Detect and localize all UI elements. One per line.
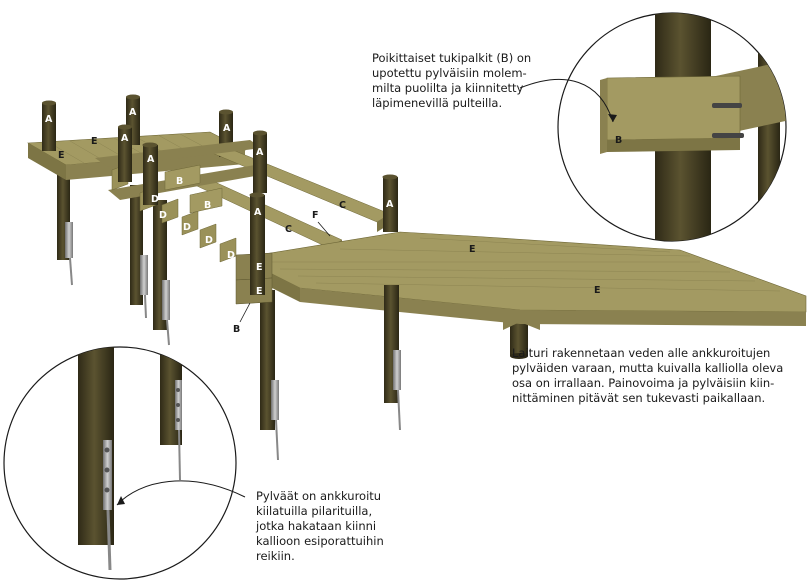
label-stringer-c1: C [339,200,346,211]
post-mid-3 [253,130,267,193]
post-mid-4 [382,174,398,232]
label-detail-b: B [615,135,622,146]
post-mid-2 [142,142,158,205]
label-post-a8: A [254,207,262,218]
label-brace-f: F [312,210,319,221]
label-joist-d2: D [159,210,167,221]
post-left-front [153,200,170,346]
label-deck-e5: E [256,262,263,273]
label-joist-d1: D [151,194,159,205]
label-deck-e3: E [469,244,476,255]
label-joist-d4: D [205,235,213,246]
posts-middle [118,124,398,232]
label-post-a2: A [129,107,137,118]
caption-pier: Laituri rakennetaan veden alle ankkuroit… [512,346,784,405]
end-beams-front [235,192,273,305]
label-beam-b2: B [204,200,211,211]
label-post-a1: A [45,114,53,125]
label-beam-b1: B [176,176,183,187]
label-deck-e1: E [91,136,98,147]
label-deck-e6: E [256,286,263,297]
caption-anchor: Pylväät on ankkuroitu kiilatuilla pilari… [256,489,384,563]
post-back-1 [42,100,56,151]
label-stringer-c2: C [285,224,292,235]
label-beam-b3: B [233,324,240,335]
label-deck-e4: E [594,285,601,296]
post-front-2 [384,285,401,431]
label-post-a7: A [386,199,394,210]
label-joist-d3: D [183,222,191,233]
label-post-a4: A [223,123,231,134]
diagram-labels: A A A A A A A A E E E E E E B B B C C F … [45,107,601,335]
post-left-mid [130,185,148,319]
detail-circle-anchor [3,346,246,580]
post-front-1 [260,290,279,461]
detail-circle-beam: B [519,12,787,242]
caption-beams: Poikittaiset tukipalkit (B) on upotettu … [372,51,532,110]
label-post-a6: A [256,147,264,158]
label-post-a3: A [121,133,129,144]
post-mid-1 [118,124,132,182]
label-post-a5: A [147,154,155,165]
label-joist-d5: D [227,250,235,261]
label-deck-e2: E [58,150,65,161]
